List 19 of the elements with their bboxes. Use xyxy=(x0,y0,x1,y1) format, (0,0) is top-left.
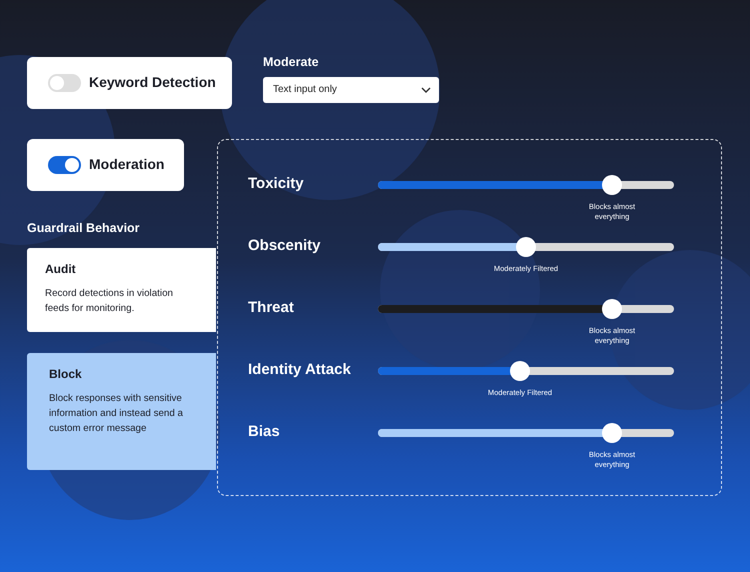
option-card xyxy=(27,248,216,332)
slider-label: Bias xyxy=(248,423,280,440)
option-description: Block responses with sensitive information and instead send a custom error message xyxy=(49,392,184,436)
slider-label: Threat xyxy=(248,299,294,316)
option-description: Record detections in violation feeds for monitoring. xyxy=(45,287,174,316)
toggle-card xyxy=(27,57,232,109)
section-heading: Guardrail Behavior xyxy=(27,221,140,235)
toggle-label: Moderation xyxy=(89,156,164,172)
option-title: Block xyxy=(49,367,82,381)
slider-label: Obscenity xyxy=(248,237,321,254)
option-title: Audit xyxy=(45,262,76,276)
slider-label: Identity Attack xyxy=(248,361,351,378)
settings-panel xyxy=(217,139,722,496)
slider-label: Toxicity xyxy=(248,175,304,192)
option-card xyxy=(27,353,216,470)
toggle-card xyxy=(27,139,184,191)
field-label: Moderate xyxy=(263,55,319,69)
toggle-label: Keyword Detection xyxy=(89,74,216,90)
dropdown-field: Text input only xyxy=(263,77,439,103)
